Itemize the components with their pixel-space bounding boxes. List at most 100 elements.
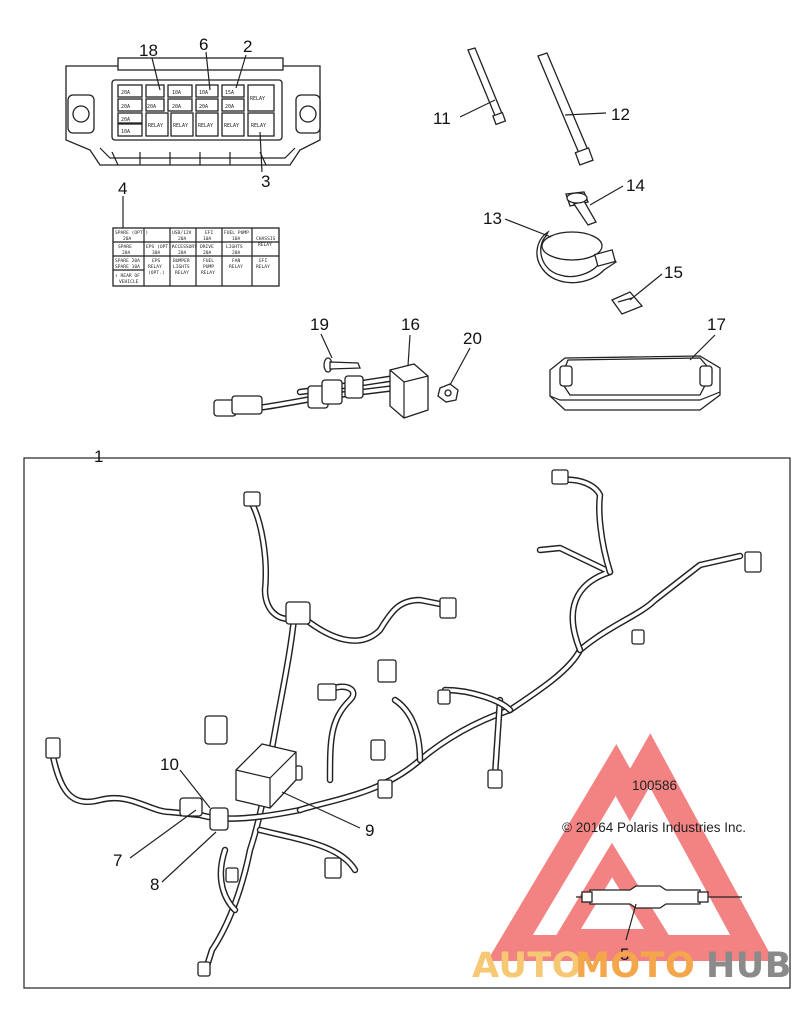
callout-9: 9 xyxy=(365,821,374,840)
watermark-triangle-outer xyxy=(487,733,774,961)
fuse-box-cover xyxy=(549,355,721,411)
decal-text: USB/12V xyxy=(172,230,192,236)
fuse-block-row-2: 20A 20A 20A 20A 20A xyxy=(117,98,245,112)
fuse-label: RELAY xyxy=(148,123,163,129)
decal-text: CHASSIS xyxy=(256,236,276,242)
decal-text: RELAY xyxy=(256,264,270,270)
callout-5: 5 xyxy=(620,945,629,964)
callout-12: 12 xyxy=(611,105,630,124)
decal-text: 20A xyxy=(178,236,187,242)
decal-text: PUMP xyxy=(203,264,214,270)
decal-text: FUEL PUMP xyxy=(224,230,249,236)
decal-text: SPARE 10A xyxy=(115,264,140,270)
decal-text: SPARE 20A xyxy=(115,258,140,264)
decal-text: RELAY xyxy=(229,264,243,270)
cable-tie-small xyxy=(467,47,507,126)
cable-tie-large xyxy=(537,52,594,166)
callout-4: 4 xyxy=(118,179,127,198)
fuse-box-holder xyxy=(235,743,297,809)
decal-text: EPS xyxy=(152,258,161,264)
callout-numbers: 1 2 3 4 5 6 7 8 9 10 11 12 13 14 15 16 1… xyxy=(94,35,726,964)
decal-text: DRIVE xyxy=(200,244,214,250)
fuse-decal: SPARE (OPT.) 20A USB/12V 20A EFI 10A FUE… xyxy=(112,227,280,287)
callout-18: 18 xyxy=(139,41,158,60)
screw xyxy=(323,357,361,373)
decal-text: 10A xyxy=(203,236,212,242)
decal-text: 20A xyxy=(123,236,132,242)
watermark-text: AUTO MOTO HUB xyxy=(472,946,792,986)
decal-text: EFI xyxy=(259,258,268,264)
callout-2: 2 xyxy=(243,37,252,56)
callout-16: 16 xyxy=(401,315,420,334)
figure-number: 100586 xyxy=(632,778,677,793)
fuse-label: 20A xyxy=(147,104,156,110)
clamp xyxy=(536,230,617,284)
module-harness xyxy=(213,363,429,419)
decal-text: ACCESSORY xyxy=(172,244,197,250)
decal-text: 20A xyxy=(203,250,212,256)
fuse-label: 10A xyxy=(172,90,181,96)
nut xyxy=(437,383,459,403)
decal-text: LIGHTS xyxy=(173,264,190,270)
fuse-label: 20A xyxy=(172,104,181,110)
copyright-notice: © 20164 Polaris Industries Inc. xyxy=(562,820,746,835)
fuse-block-row-4: 10A RELAY RELAY RELAY RELAY RELAY xyxy=(117,112,275,137)
callout-6: 6 xyxy=(199,35,208,54)
fuse-label: 10A xyxy=(121,129,130,135)
callout-15: 15 xyxy=(664,263,683,282)
fuse-label: 20A xyxy=(199,104,208,110)
clip-nut xyxy=(611,291,644,315)
fuse-block-right-hole xyxy=(299,105,317,123)
bolt xyxy=(565,191,597,226)
fuse-label: RELAY xyxy=(224,123,239,129)
decal-text: LIGHTS xyxy=(226,244,243,250)
callout-13: 13 xyxy=(483,209,502,228)
leader-lines xyxy=(122,51,716,941)
fuse-block-left-hole xyxy=(72,105,90,123)
fuse-block-row-3: 20A xyxy=(117,112,143,124)
fuse-label: 20A xyxy=(225,104,234,110)
decal-text: 20A xyxy=(178,250,187,256)
decal-text: 10A xyxy=(232,236,241,242)
decal-text: EFI xyxy=(205,230,214,236)
decal-text: VEHICLE xyxy=(119,279,139,285)
callout-1: 1 xyxy=(94,447,103,466)
decal-text: ↑ REAR OF xyxy=(115,273,140,279)
decal-text: (OPT.) xyxy=(148,270,165,276)
fuse-label: RELAY xyxy=(250,96,265,102)
callout-17: 17 xyxy=(707,315,726,334)
fuse-label: 20A xyxy=(121,117,130,123)
decal-text: FUEL xyxy=(203,258,214,264)
fuse-label: 20A xyxy=(121,104,130,110)
callout-19: 19 xyxy=(310,315,329,334)
fuse-label: RELAY xyxy=(198,123,213,129)
decal-text: RELAY xyxy=(148,264,162,270)
watermark-text-auto: AUTO xyxy=(472,946,582,986)
fuse-block: 20A 10A 10A 15A RELAY 20A 20A 20A 20A 20… xyxy=(65,57,321,166)
callout-14: 14 xyxy=(626,176,645,195)
decal-text: BUMPER xyxy=(173,258,190,264)
decal-text: FAN xyxy=(232,258,241,264)
fuse-label: RELAY xyxy=(251,123,266,129)
fuse-label: RELAY xyxy=(173,123,188,129)
fuse-label: 20A xyxy=(121,90,130,96)
callout-3: 3 xyxy=(261,172,270,191)
harness-frame xyxy=(23,457,791,989)
inline-fuse xyxy=(576,885,742,909)
watermark-text-moto: MOTO xyxy=(575,946,695,986)
callout-10: 10 xyxy=(160,755,179,774)
fuse-label: 15A xyxy=(225,90,234,96)
callout-20: 20 xyxy=(463,329,482,348)
decal-text: 20A xyxy=(122,250,131,256)
callout-11: 11 xyxy=(433,109,451,128)
main-wiring-harness xyxy=(48,476,744,976)
watermark-text-hub: HUB xyxy=(706,946,792,986)
decal-text: 20A xyxy=(232,250,241,256)
decal-text: SPARE (OPT.) xyxy=(115,230,148,236)
decal-text: RELAY xyxy=(201,270,215,276)
decal-text: EPS (OPT.) xyxy=(146,244,174,250)
fuse-label: 10A xyxy=(199,90,208,96)
fuse-block-row-1: 20A 10A 10A 15A RELAY xyxy=(117,84,275,112)
decal-text: 30A xyxy=(152,250,161,256)
